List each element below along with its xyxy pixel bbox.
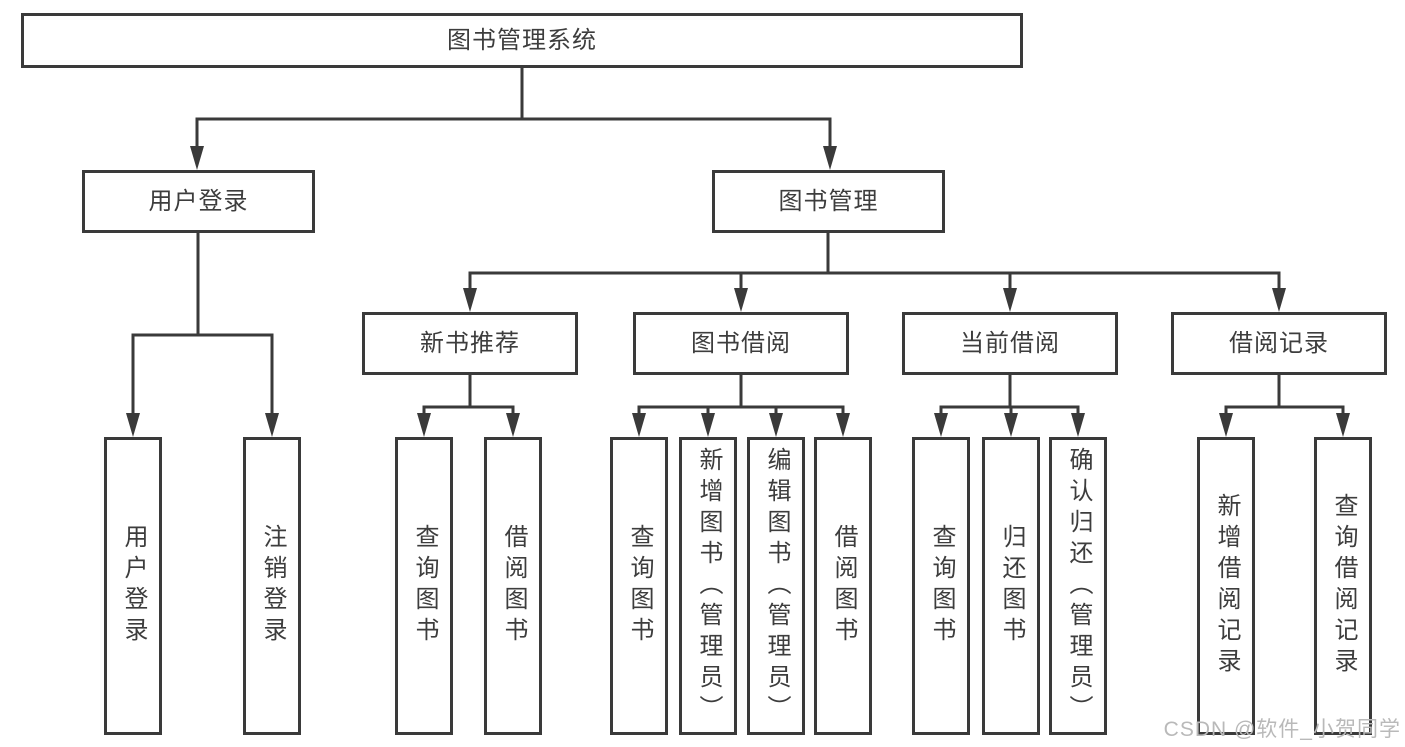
node-borrow-books-recommend: 借阅图书 — [484, 437, 542, 735]
node-search-borrow-record: 查询借阅记录 — [1314, 437, 1372, 735]
watermark: CSDN @软件_小贺同学 — [1163, 718, 1401, 741]
node-book-borrowing: 图书借阅 — [633, 312, 849, 375]
node-new-book-recommendation: 新书推荐 — [362, 312, 578, 375]
arrowheads — [126, 146, 1350, 437]
node-logout: 注销登录 — [243, 437, 301, 735]
node-search-books-recommend: 查询图书 — [395, 437, 453, 735]
node-current-borrowing: 当前借阅 — [902, 312, 1118, 375]
node-user-login-group: 用户登录 — [82, 170, 315, 233]
node-confirm-return-admin: 确认归还（管理员） — [1049, 437, 1107, 735]
node-library-management-system: 图书管理系统 — [21, 13, 1023, 68]
node-add-books-admin: 新增图书（管理员） — [679, 437, 737, 735]
node-user-login: 用户登录 — [104, 437, 162, 735]
node-add-borrow-record: 新增借阅记录 — [1197, 437, 1255, 735]
node-borrow-books: 借阅图书 — [814, 437, 872, 735]
node-book-management: 图书管理 — [712, 170, 945, 233]
node-search-books-current: 查询图书 — [912, 437, 970, 735]
node-return-books: 归还图书 — [982, 437, 1040, 735]
node-borrowing-records: 借阅记录 — [1171, 312, 1387, 375]
node-edit-books-admin: 编辑图书（管理员） — [747, 437, 805, 735]
node-search-books-borrow: 查询图书 — [610, 437, 668, 735]
